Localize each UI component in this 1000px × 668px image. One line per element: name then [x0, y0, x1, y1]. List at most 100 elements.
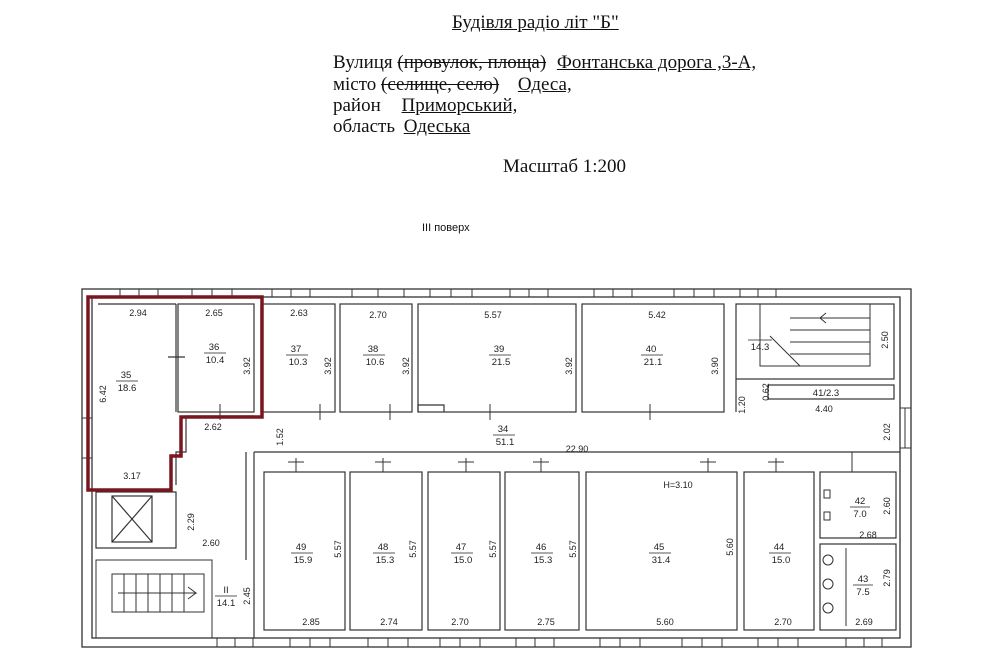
upper-rooms	[177, 303, 895, 413]
room-38-area: 10.6	[366, 357, 385, 368]
room-43-num: 43	[858, 574, 869, 585]
dim-3-92-a: 3.92	[242, 357, 252, 375]
dim-2-60-right: 2.60	[882, 497, 892, 515]
room-37-area: 10.3	[289, 357, 308, 368]
dim-2-79: 2.79	[882, 569, 892, 587]
room-ii-num: II	[223, 585, 228, 596]
dimension-labels: 2.94 2.65 2.63 2.70 5.57 5.42 2.50 6.42 …	[98, 308, 892, 627]
room-47-num: 47	[456, 542, 467, 553]
outer-walls	[81, 288, 912, 648]
room-ii-area: 14.1	[217, 598, 236, 609]
dim-5-57-top: 5.57	[484, 310, 502, 320]
dim-2-65: 2.65	[205, 308, 223, 318]
room-34-area: 51.1	[496, 437, 515, 448]
dim-3-90: 3.90	[710, 357, 720, 375]
lower-rooms	[263, 471, 897, 631]
dim-5-57-b: 5.57	[333, 540, 343, 558]
city-struck: (селище, село)	[381, 74, 500, 95]
plan-title-text: Будівля радіо літ "Б"	[452, 12, 619, 33]
room-49-num: 49	[296, 542, 307, 553]
dim-2-29: 2.29	[186, 513, 196, 531]
room-46-area: 15.3	[534, 555, 553, 566]
room-40-num: 40	[646, 344, 657, 355]
dim-2-70-b: 2.70	[451, 617, 469, 627]
scale-label: Масштаб 1:200	[503, 156, 626, 178]
room-39-num: 39	[494, 344, 505, 355]
room-44-num: 44	[774, 542, 785, 553]
dim-5-57-d: 5.57	[488, 540, 498, 558]
dim-2-74: 2.74	[380, 617, 398, 627]
floor-label: III поверх	[422, 222, 470, 234]
dim-2-02: 2.02	[882, 423, 892, 441]
address-region: область Одеська	[333, 116, 470, 138]
dim-h-3-10: H=3.10	[663, 480, 692, 490]
staircase-i	[759, 303, 871, 367]
room-39-area: 21.5	[492, 357, 511, 368]
street-struck: (провулок, площа)	[397, 52, 547, 73]
room-42-num: 42	[855, 496, 866, 507]
dim-2-75: 2.75	[537, 617, 555, 627]
doors	[200, 404, 853, 472]
address-city: місто (селище, село) Одеса,	[333, 74, 572, 96]
room-35-walls	[98, 303, 185, 412]
dim-2-70-c: 2.70	[774, 617, 792, 627]
street-label: Вулиця	[333, 52, 393, 73]
room-36-num: 36	[209, 342, 220, 353]
dim-1-20: 1.20	[737, 396, 747, 414]
dim-2-63: 2.63	[290, 308, 308, 318]
room-43-area: 7.5	[856, 587, 869, 598]
dim-2-50: 2.50	[880, 331, 890, 349]
room-36-area: 10.4	[206, 355, 225, 366]
dim-4-40: 4.40	[815, 404, 833, 414]
room-i-area: 14.3	[751, 342, 770, 353]
city-label: місто	[333, 74, 377, 95]
elevator-shaft	[95, 491, 177, 549]
room-35-num: 35	[121, 370, 132, 381]
room-44-area: 15.0	[772, 555, 791, 566]
room-45-area: 31.4	[652, 555, 671, 566]
room-34-num: 34	[498, 424, 509, 435]
scale-text: Масштаб 1:200	[503, 156, 627, 177]
room-40-area: 21.1	[644, 357, 663, 368]
district-label: район	[333, 95, 381, 116]
dim-3-92-d: 3.92	[564, 357, 574, 375]
room-labels: 35 18.6 36 10.4 37 10.3 38 10.6 39 21.5 …	[116, 329, 873, 609]
staircase-ii	[95, 559, 213, 639]
room-45-num: 45	[654, 542, 665, 553]
toilets	[822, 489, 847, 626]
room-47-area: 15.0	[454, 555, 473, 566]
dim-2-94: 2.94	[129, 308, 147, 318]
dim-5-42: 5.42	[648, 310, 666, 320]
dim-2-68: 2.68	[859, 530, 877, 540]
dim-5-60-h: 5.60	[656, 617, 674, 627]
region-value: Одеська	[403, 116, 471, 137]
dim-3-17: 3.17	[123, 471, 141, 481]
room-37-num: 37	[291, 344, 302, 355]
dim-5-57-e: 5.57	[568, 540, 578, 558]
room-46-num: 46	[536, 542, 547, 553]
room-i-num: I	[759, 329, 762, 340]
room-38-num: 38	[368, 344, 379, 355]
dim-0-62: 0.62	[761, 383, 771, 401]
room-42-area: 7.0	[853, 509, 866, 520]
windows-bottom	[216, 637, 883, 648]
dim-2-85: 2.85	[302, 617, 320, 627]
region-label: область	[333, 116, 396, 137]
dim-1-52: 1.52	[275, 428, 285, 446]
room-48-area: 15.3	[376, 555, 395, 566]
room-48-num: 48	[378, 542, 389, 553]
windows-top	[119, 288, 777, 298]
dim-5-60-v: 5.60	[725, 538, 735, 556]
dim-3-92-b: 3.92	[323, 357, 333, 375]
room-35-area: 18.6	[118, 383, 137, 394]
address-district: район Приморський,	[333, 95, 517, 117]
dim-5-57-c: 5.57	[408, 540, 418, 558]
city-value: Одеса,	[517, 74, 572, 95]
address-street: Вулиця (провулок, площа) Фонтанська доро…	[333, 52, 756, 74]
dim-2-70-top: 2.70	[369, 310, 387, 320]
dim-3-92-c: 3.92	[401, 357, 411, 375]
street-value: Фонтанська дорога ,3-А,	[556, 52, 757, 73]
plan-title: Будівля радіо літ "Б"	[452, 12, 619, 34]
dim-22-90: 22.90	[566, 444, 589, 454]
